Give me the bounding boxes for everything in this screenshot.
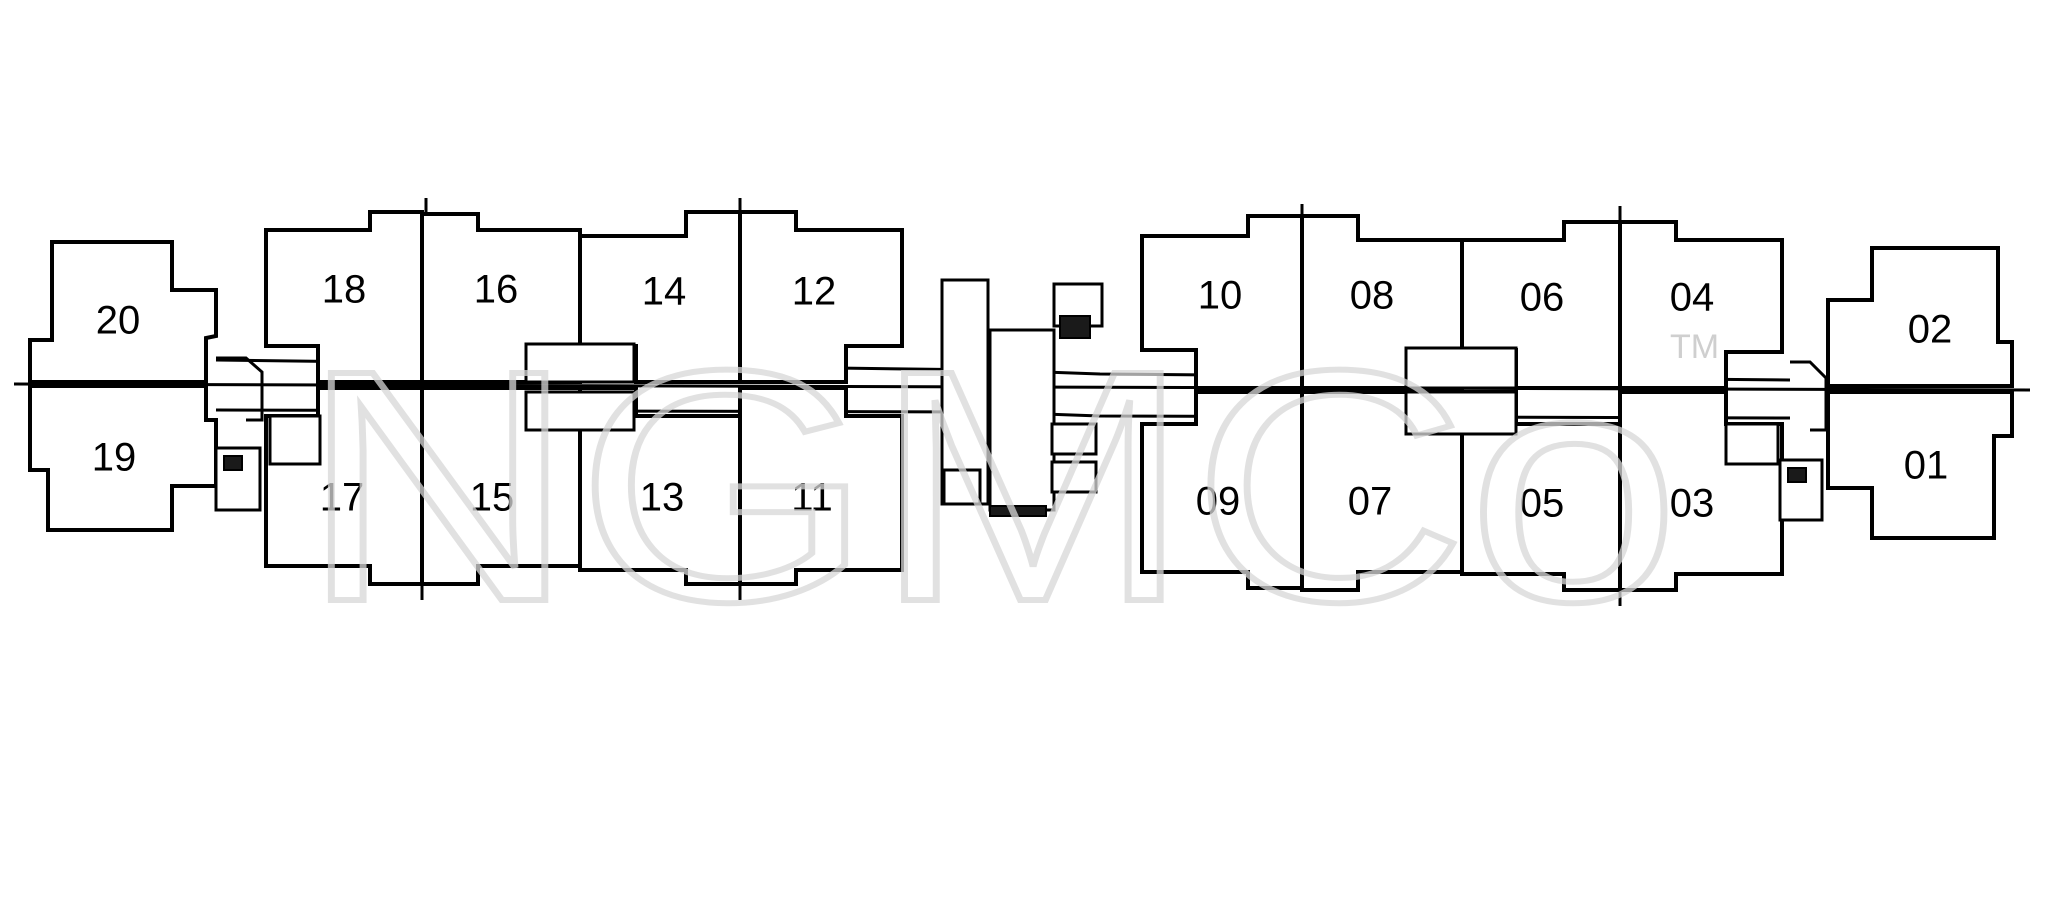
- lift-car-2: [1050, 460, 1098, 494]
- unit-label-14: 14: [642, 270, 687, 314]
- core-base-mark: [989, 505, 1047, 517]
- service-shaft-west-lower: [524, 390, 636, 432]
- unit-label-15: 15: [470, 476, 515, 520]
- void-west-lower: [268, 414, 322, 466]
- unit-16-outline: [420, 212, 582, 384]
- unit-label-18: 18: [322, 268, 367, 312]
- unit-label-11: 11: [791, 476, 833, 520]
- watermark-trademark: TM: [1670, 328, 1719, 366]
- unit-label-04: 04: [1670, 276, 1715, 320]
- unit-02-outline: [1826, 246, 2014, 388]
- unit-label-03: 03: [1670, 482, 1715, 526]
- unit-20-outline: [28, 240, 218, 384]
- unit-label-12: 12: [792, 270, 837, 314]
- unit-12-outline: [738, 210, 904, 384]
- watermark-logo: NGMCo: [300, 301, 1680, 670]
- unit-label-07: 07: [1348, 480, 1393, 524]
- stair-core-top-mark: [1059, 315, 1091, 339]
- service-shaft-east-lower: [1404, 390, 1518, 436]
- corridor-east-end: [1790, 360, 1828, 432]
- stair-east-mark: [1787, 467, 1807, 483]
- unit-19-outline: [28, 384, 218, 532]
- lift-car-1: [1050, 422, 1098, 456]
- unit-label-05: 05: [1520, 482, 1565, 526]
- stair-west-left-mark: [223, 455, 243, 471]
- service-shaft-west-upper: [524, 342, 636, 384]
- lift-car-3: [942, 468, 982, 506]
- unit-label-02: 02: [1908, 308, 1953, 352]
- unit-label-16: 16: [474, 268, 519, 312]
- unit-04-outline: [1618, 220, 1784, 390]
- service-shaft-east-upper: [1404, 346, 1518, 390]
- unit-label-01: 01: [1904, 444, 1949, 488]
- unit-label-09: 09: [1196, 480, 1241, 524]
- unit-label-19: 19: [92, 436, 137, 480]
- void-east-lower: [1724, 422, 1780, 466]
- unit-label-13: 13: [640, 476, 685, 520]
- unit-11-outline: [738, 386, 904, 586]
- unit-label-06: 06: [1520, 276, 1565, 320]
- unit-label-10: 10: [1198, 274, 1243, 318]
- unit-01-outline: [1826, 390, 2014, 540]
- unit-label-20: 20: [96, 299, 141, 343]
- unit-label-17: 17: [320, 476, 365, 520]
- lift-lobby: [988, 328, 1056, 512]
- unit-label-08: 08: [1350, 274, 1395, 318]
- corridor-west-end: [216, 356, 264, 422]
